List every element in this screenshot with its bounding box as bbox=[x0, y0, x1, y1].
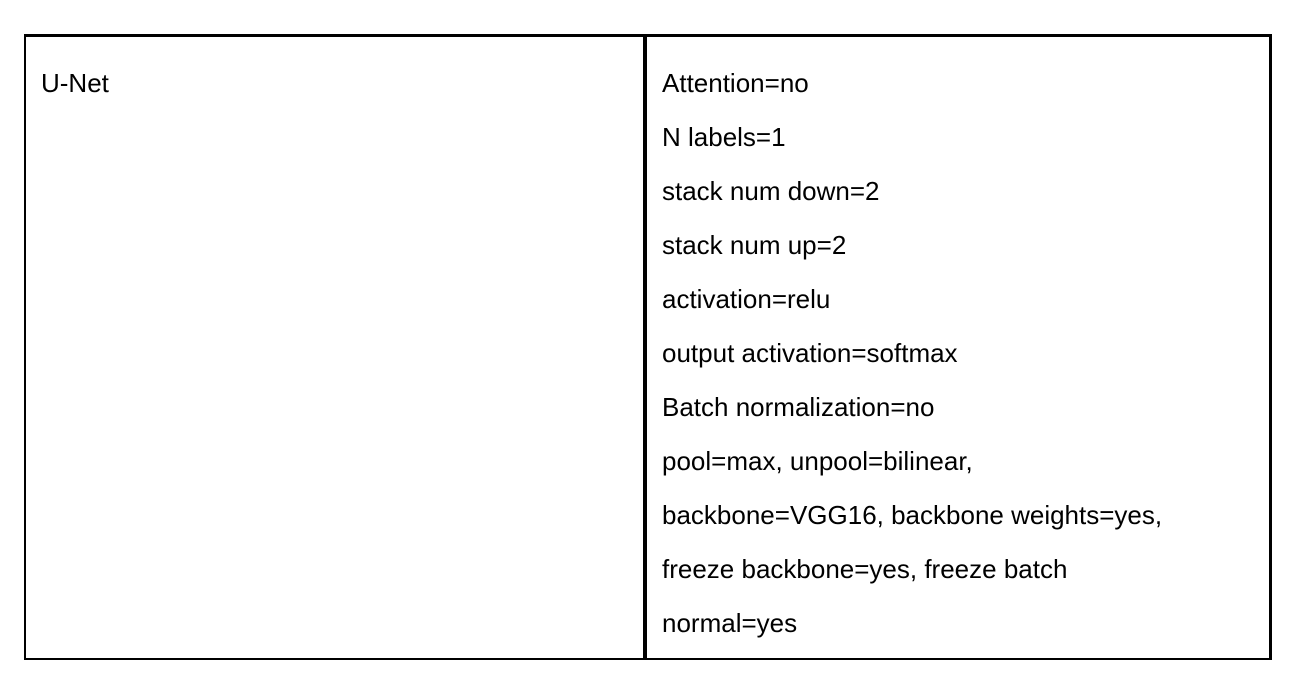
param-line: Attention=no bbox=[662, 68, 809, 98]
param-line: N labels=1 bbox=[662, 122, 786, 152]
parameter-table: U-Net Attention=no N labels=1 stack num … bbox=[24, 34, 1272, 660]
param-line: stack num up=2 bbox=[662, 230, 847, 260]
param-line: stack num down=2 bbox=[662, 176, 880, 206]
param-line: activation=relu bbox=[662, 284, 831, 314]
param-line: Batch normalization=no bbox=[662, 392, 935, 422]
parameters-cell: Attention=no N labels=1 stack num down=2… bbox=[647, 37, 1269, 658]
param-line: freeze backbone=yes, freeze batch bbox=[662, 554, 1068, 584]
model-name-cell: U-Net bbox=[26, 37, 647, 658]
param-line: normal=yes bbox=[662, 608, 798, 638]
param-line: backbone=VGG16, backbone weights=yes, bbox=[662, 500, 1163, 530]
param-line: pool=max, unpool=bilinear, bbox=[662, 446, 973, 476]
param-line: output activation=softmax bbox=[662, 338, 958, 368]
model-name: U-Net bbox=[41, 68, 109, 98]
